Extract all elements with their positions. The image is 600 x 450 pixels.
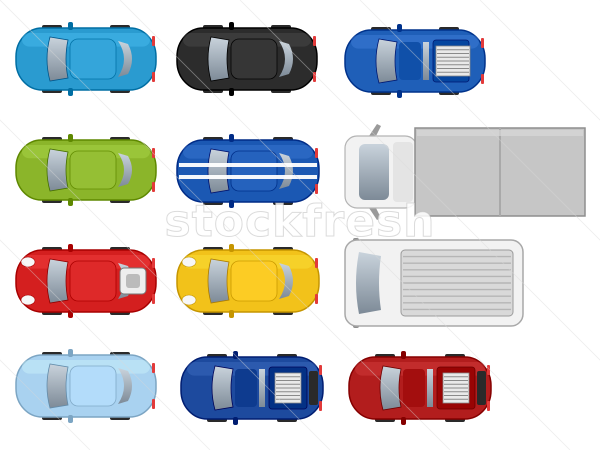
car-lightblue-coupe [15,349,157,423]
car-blue-pickup [344,24,486,98]
watermark-line [239,0,600,361]
watermark-line [0,0,451,450]
car-blue-striped [176,134,320,208]
car-green-coupe [15,134,157,206]
car-darkred-jeep [348,351,492,425]
car-navy-jeep [180,351,324,425]
car-red-sport [15,244,157,318]
watermark-line [0,359,91,450]
watermark-line [359,0,600,241]
watermark-line [119,0,571,450]
van-white-ribbed [344,238,524,328]
watermark-line [0,119,331,450]
car-teal-coupe [15,22,157,96]
car-yellow-sport [176,244,320,318]
truck-white-box [344,124,586,220]
watermark-line [479,0,600,121]
watermark-line [0,239,211,450]
car-black-sedan [176,22,318,96]
